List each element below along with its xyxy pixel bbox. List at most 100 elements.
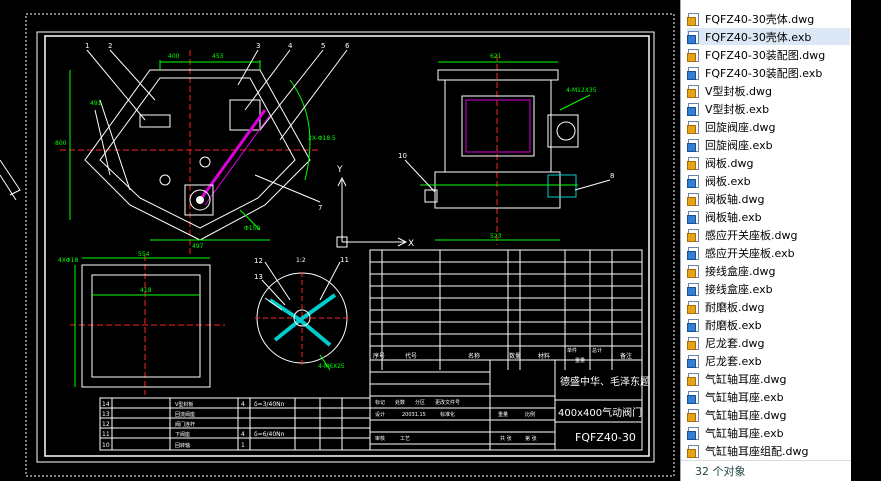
exb-file-icon bbox=[687, 66, 699, 80]
file-item[interactable]: 气缸轴耳座.dwg bbox=[687, 370, 850, 387]
file-item[interactable]: V型封板.exb bbox=[687, 100, 850, 117]
left-row-5-name: 回转轴 bbox=[175, 442, 190, 449]
dwg-file-icon bbox=[687, 336, 699, 350]
ucs-icon bbox=[336, 176, 408, 248]
title-drawing-name: 400x400气动阀门 bbox=[558, 406, 642, 419]
parts-header-unit: 单件 bbox=[567, 347, 577, 354]
dim-plate-top: 554 bbox=[138, 251, 150, 258]
file-item-label: 气缸轴耳座.exb bbox=[705, 390, 784, 404]
balloon-10: 10 bbox=[398, 152, 407, 160]
object-count: 32 个对象 bbox=[695, 465, 746, 478]
file-item-label: FQFZ40-30装配图.exb bbox=[705, 66, 823, 80]
file-item-label: 阀板轴.dwg bbox=[705, 192, 765, 206]
dim-side-bottom: 523 bbox=[490, 233, 502, 240]
balloon-8: 8 bbox=[610, 172, 614, 180]
file-item[interactable]: 阀板.exb bbox=[687, 172, 850, 189]
dwg-file-icon bbox=[687, 156, 699, 170]
parts-header-no: 序号 bbox=[373, 352, 385, 360]
balloon-5: 5 bbox=[321, 42, 325, 50]
dwg-file-icon bbox=[687, 228, 699, 242]
file-item[interactable]: 气缸轴耳座.exb bbox=[687, 388, 850, 405]
file-item[interactable]: 尼龙套.exb bbox=[687, 352, 850, 369]
file-item[interactable]: 尼龙套.dwg bbox=[687, 334, 850, 351]
file-item[interactable]: 耐磨板.exb bbox=[687, 316, 850, 333]
dim-side-note: 4-M12X35 bbox=[566, 87, 597, 94]
side-view bbox=[420, 55, 591, 245]
cad-drawing-canvas[interactable]: 400 453 497 491 800 2X-Φ18.5 Φ150 1 2 3 … bbox=[0, 0, 680, 481]
file-item-label: 气缸轴耳座组配.dwg bbox=[705, 444, 809, 458]
parts-header-remarks: 备注 bbox=[620, 352, 632, 360]
file-item-label: 回旋阀座.exb bbox=[705, 138, 773, 152]
file-item[interactable]: 接线盒座.exb bbox=[687, 280, 850, 297]
exb-file-icon bbox=[687, 246, 699, 260]
file-item[interactable]: 气缸轴耳座.exb bbox=[687, 424, 850, 441]
tb-small-5: 设计 bbox=[375, 411, 385, 418]
file-item[interactable]: 耐磨板.dwg bbox=[687, 298, 850, 315]
dim-plate-inner: 418 bbox=[140, 287, 152, 294]
dwg-file-icon bbox=[687, 12, 699, 26]
file-item[interactable]: 阀板.dwg bbox=[687, 154, 850, 171]
tb-small-4: 更改文件号 bbox=[435, 399, 460, 406]
balloon-4: 4 bbox=[288, 42, 293, 50]
front-view bbox=[60, 50, 320, 255]
balloon-3: 3 bbox=[256, 42, 260, 50]
file-item[interactable]: FQFZ40-30装配图.exb bbox=[687, 64, 850, 81]
balloon-1: 1 bbox=[85, 42, 89, 50]
dim-front-center: Φ150 bbox=[244, 225, 260, 232]
tb-small-11: 共 张 bbox=[500, 435, 512, 442]
cad-drawing-svg: 400 453 497 491 800 2X-Φ18.5 Φ150 1 2 3 … bbox=[0, 13, 675, 477]
file-item[interactable]: 气缸轴耳座组配.dwg bbox=[687, 442, 850, 459]
tb-small-12: 第 张 bbox=[525, 435, 537, 442]
file-item-label: 耐磨板.exb bbox=[705, 318, 762, 332]
file-item[interactable]: FQFZ40-30装配图.dwg bbox=[687, 46, 850, 63]
file-item-label: FQFZ40-30壳体.exb bbox=[705, 30, 812, 44]
parts-header-material: 材料 bbox=[538, 352, 550, 360]
dwg-file-icon bbox=[687, 48, 699, 62]
file-item[interactable]: FQFZ40-30壳体.exb bbox=[687, 28, 850, 45]
file-item[interactable]: V型封板.dwg bbox=[687, 82, 850, 99]
axis-x-label: X bbox=[408, 239, 414, 249]
file-item[interactable]: 阀板轴.exb bbox=[687, 208, 850, 225]
file-item[interactable]: 感应开关座板.exb bbox=[687, 244, 850, 261]
balloon-6: 6 bbox=[345, 42, 350, 50]
exb-file-icon bbox=[687, 354, 699, 368]
file-item[interactable]: 气缸轴耳座.dwg bbox=[687, 406, 850, 423]
file-item[interactable]: 接线盒座.dwg bbox=[687, 262, 850, 279]
dim-front-left2: 800 bbox=[55, 140, 67, 147]
file-item[interactable]: FQFZ40-30壳体.dwg bbox=[687, 10, 850, 27]
file-item[interactable]: 感应开关座板.dwg bbox=[687, 226, 850, 243]
left-row-4-mat: δ=6/40Nn bbox=[254, 431, 285, 438]
dim-side-top: 621 bbox=[490, 53, 502, 60]
tb-small-date: 20031.15 bbox=[402, 412, 426, 418]
file-item-label: V型封板.dwg bbox=[705, 84, 772, 98]
left-row-1-qty: 4 bbox=[241, 401, 245, 408]
leader-10 bbox=[404, 159, 436, 193]
leader-8 bbox=[574, 179, 611, 191]
exb-file-icon bbox=[687, 390, 699, 404]
exb-file-icon bbox=[687, 282, 699, 296]
detail-scale: 1:2 bbox=[296, 257, 306, 264]
file-item-label: 气缸轴耳座.dwg bbox=[705, 408, 787, 422]
exb-file-icon bbox=[687, 318, 699, 332]
file-item-label: 阀板.exb bbox=[705, 174, 751, 188]
exb-file-icon bbox=[687, 102, 699, 116]
tb-small-1: 标记 bbox=[375, 399, 385, 406]
plate-view bbox=[70, 255, 225, 395]
file-item[interactable]: 阀板轴.dwg bbox=[687, 190, 850, 207]
exb-file-icon bbox=[687, 174, 699, 188]
file-item-label: FQFZ40-30壳体.dwg bbox=[705, 12, 815, 26]
file-item[interactable]: 回旋阀座.dwg bbox=[687, 118, 850, 135]
file-item-label: 尼龙套.dwg bbox=[705, 336, 765, 350]
dim-front-left: 491 bbox=[90, 100, 102, 107]
file-item-label: 感应开关座板.dwg bbox=[705, 228, 798, 242]
tb-small-7: 审核 bbox=[375, 435, 385, 442]
dim-front-bottom: 497 bbox=[192, 243, 204, 250]
file-item[interactable]: 回旋阀座.exb bbox=[687, 136, 850, 153]
left-table-grid bbox=[99, 397, 371, 451]
sheet-inner-frame bbox=[44, 35, 650, 457]
dwg-file-icon bbox=[687, 300, 699, 314]
left-row-1-mat: δ=3/40Nn bbox=[254, 401, 285, 408]
model-boundary bbox=[25, 13, 675, 477]
balloon-11: 11 bbox=[340, 256, 349, 264]
